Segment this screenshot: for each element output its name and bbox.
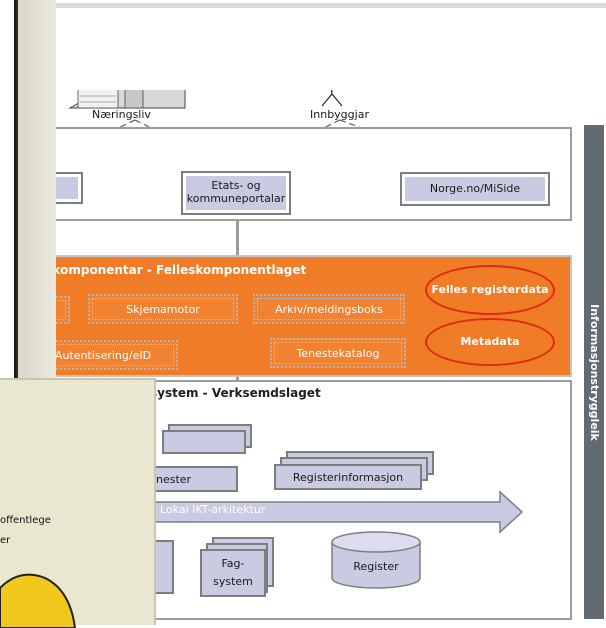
- business-label: Næringsliv: [92, 108, 151, 121]
- factory-icon: [68, 90, 186, 109]
- ellipse-metadata: Metadata: [425, 318, 555, 366]
- ellipse-felles-registerdata: Felles registerdata: [425, 265, 555, 315]
- component-skjemamotor: Skjemamotor: [88, 294, 238, 324]
- security-bar-label: Informasjonstryggleik: [587, 303, 601, 441]
- portal-box-middle: Etats- og kommuneportalar: [181, 171, 291, 215]
- stack-back: [162, 430, 246, 454]
- overlay-illustration: [0, 573, 77, 628]
- fagsystem-box: Fag- system: [200, 549, 266, 597]
- register-label: Register: [353, 560, 399, 573]
- component-arkiv: Arkiv/meldingsboks: [253, 294, 405, 324]
- portal-box-right: Norge.no/MiSide: [400, 172, 550, 206]
- security-bar: [584, 125, 604, 619]
- citizen-label: Innbyggjar: [310, 108, 369, 121]
- tenester-box: nester: [150, 466, 238, 492]
- component-tenestekatalog: Tenestekatalog: [270, 338, 406, 368]
- stack-back: [154, 540, 174, 594]
- local-architecture-label: Lokal IKT-arkitektur: [160, 503, 266, 516]
- connector-line: [236, 221, 239, 257]
- connector-line-lower: [236, 377, 239, 382]
- business-layer-title: system - Verksemdslaget: [150, 386, 321, 400]
- component-autentisering: Autentisering/eID: [28, 340, 178, 370]
- local-architecture-arrow: [150, 490, 524, 534]
- register-cylinder: [331, 531, 421, 589]
- overlay-text-line1: offentlege: [0, 515, 51, 526]
- overlay-text-line2: er: [0, 535, 11, 546]
- registerinformasjon-box: Registerinformasjon: [274, 464, 422, 490]
- shared-components-title: e IKT komponentar - Felleskomponentlaget: [14, 263, 307, 277]
- person-icon: [321, 90, 343, 107]
- top-frame-line: [0, 3, 606, 8]
- security-bar-label-wrap: Informasjonstryggleik: [584, 125, 604, 619]
